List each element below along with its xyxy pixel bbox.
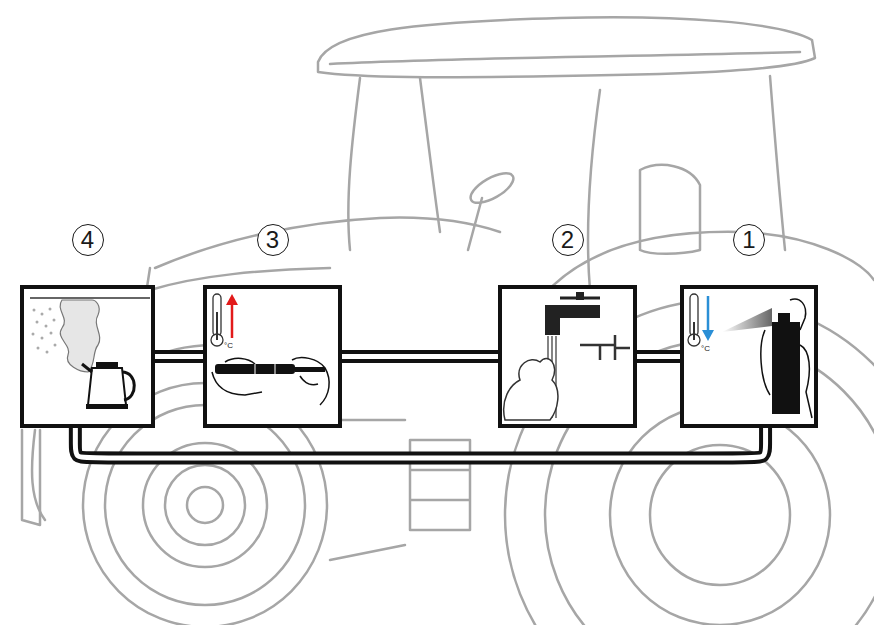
- tractor-outline-part: [770, 76, 785, 250]
- steam-cleaning-icon-part: [82, 364, 92, 372]
- step-number: 1: [733, 224, 765, 256]
- heating-icon-part: [225, 358, 255, 364]
- steam-cleaning-icon-part: [86, 404, 128, 409]
- cooling-spray-icon-part: [722, 308, 772, 332]
- tractor-outline-part: [330, 545, 405, 560]
- heating-icon: [211, 294, 329, 405]
- pipe-outer: [340, 350, 500, 363]
- tractor-outline-part: [165, 465, 245, 545]
- step-number: 3: [257, 224, 289, 256]
- washing-icon-part: [504, 358, 558, 420]
- steam-cleaning-icon-part: [49, 308, 52, 311]
- cooling-spray-icon-part: [707, 296, 710, 332]
- cooling-spray-icon-part: [790, 299, 806, 330]
- box-grounds-part: [498, 285, 637, 428]
- steam-cleaning-icon-part: [37, 347, 40, 350]
- steam-cleaning-icon-part: [30, 297, 150, 299]
- tractor-outline-part: [32, 430, 45, 520]
- washing-icon-part: [576, 292, 584, 300]
- heating-icon-part: [215, 364, 295, 374]
- steam-cleaning-icon-part: [122, 372, 134, 400]
- washing-icon: [504, 292, 630, 420]
- tractor-outline-part: [318, 17, 815, 77]
- steam-cleaning-icon-part: [33, 309, 36, 312]
- steam-cleaning-icon-part: [53, 319, 56, 322]
- steam-cleaning-icon-part: [46, 351, 49, 354]
- tractor-outline-part: [187, 487, 223, 523]
- cooling-spray-icon-part: [702, 330, 714, 341]
- cooling-spray-icon: [688, 294, 812, 418]
- pipe-connector: [340, 356, 500, 357]
- step-number: 4: [72, 224, 104, 256]
- tractor-outline-part: [466, 167, 518, 208]
- unit-label: °C: [224, 341, 233, 350]
- steam-cleaning-icon-part: [54, 344, 57, 347]
- steam-cleaning-icon-part: [60, 300, 100, 372]
- heating-icon-part: [226, 294, 238, 305]
- tractor-outline-part: [155, 218, 500, 268]
- steam-cleaning-icon-part: [41, 337, 44, 340]
- cooling-spray-icon-part: [761, 330, 770, 395]
- pipe-inner: [635, 354, 682, 359]
- heating-icon-part: [300, 376, 318, 385]
- pipe-outer: [75, 426, 765, 458]
- washing-icon-part: [580, 335, 630, 360]
- box-grounds-part: [680, 285, 818, 428]
- heating-icon-part: [295, 367, 325, 372]
- pipe-inner: [340, 354, 500, 359]
- heating-icon-part: [231, 302, 234, 338]
- steam-cleaning-icon-part: [32, 333, 35, 336]
- pipe-outer: [635, 350, 682, 363]
- cooling-spray-icon-part: [772, 322, 800, 414]
- tractor-outline-part: [330, 52, 800, 64]
- heating-icon-part: [275, 364, 276, 374]
- step-box: 2: [498, 285, 637, 428]
- heating-icon-part: [212, 372, 262, 395]
- steam-cleaning-icon: [30, 298, 150, 409]
- pipe-connector: [153, 356, 205, 357]
- tractor-outline-part: [105, 405, 305, 605]
- steam-cleaning-icon-part: [36, 321, 39, 324]
- pipe-connector: [75, 426, 765, 458]
- box-grounds-part: [203, 285, 342, 428]
- step-number: 2: [552, 224, 584, 256]
- box-grounds-part: [20, 285, 155, 428]
- step-box: 1: [680, 285, 818, 428]
- cooling-spray-icon-part: [778, 313, 790, 322]
- steam-cleaning-icon-part: [45, 325, 48, 328]
- tractor-outline-part: [348, 78, 360, 250]
- heating-icon-part: [216, 312, 218, 340]
- box-grounds: [20, 285, 818, 428]
- unit-label: °C: [701, 344, 710, 353]
- pipe-inner: [75, 426, 765, 458]
- cooling-spray-icon-part: [800, 345, 812, 418]
- tractor-outline-part: [420, 78, 440, 232]
- pipe-inner: [153, 354, 205, 359]
- steam-cleaning-icon-part: [32, 308, 57, 354]
- step-box: 4: [20, 285, 155, 428]
- steam-cleaning-icon-part: [88, 368, 126, 405]
- steam-cleaning-icon-part: [50, 332, 53, 335]
- washing-icon-part: [545, 305, 600, 335]
- step-box: 3: [203, 285, 342, 428]
- heating-icon-part: [255, 364, 256, 374]
- pipe-connector: [635, 356, 682, 357]
- pipe-outer: [153, 350, 205, 363]
- tractor-outline-part: [650, 445, 790, 585]
- heating-icon-part: [292, 358, 329, 405]
- tractor-outline-part: [610, 405, 830, 625]
- steam-cleaning-icon-part: [41, 313, 44, 316]
- cooling-spray-icon-part: [693, 322, 695, 340]
